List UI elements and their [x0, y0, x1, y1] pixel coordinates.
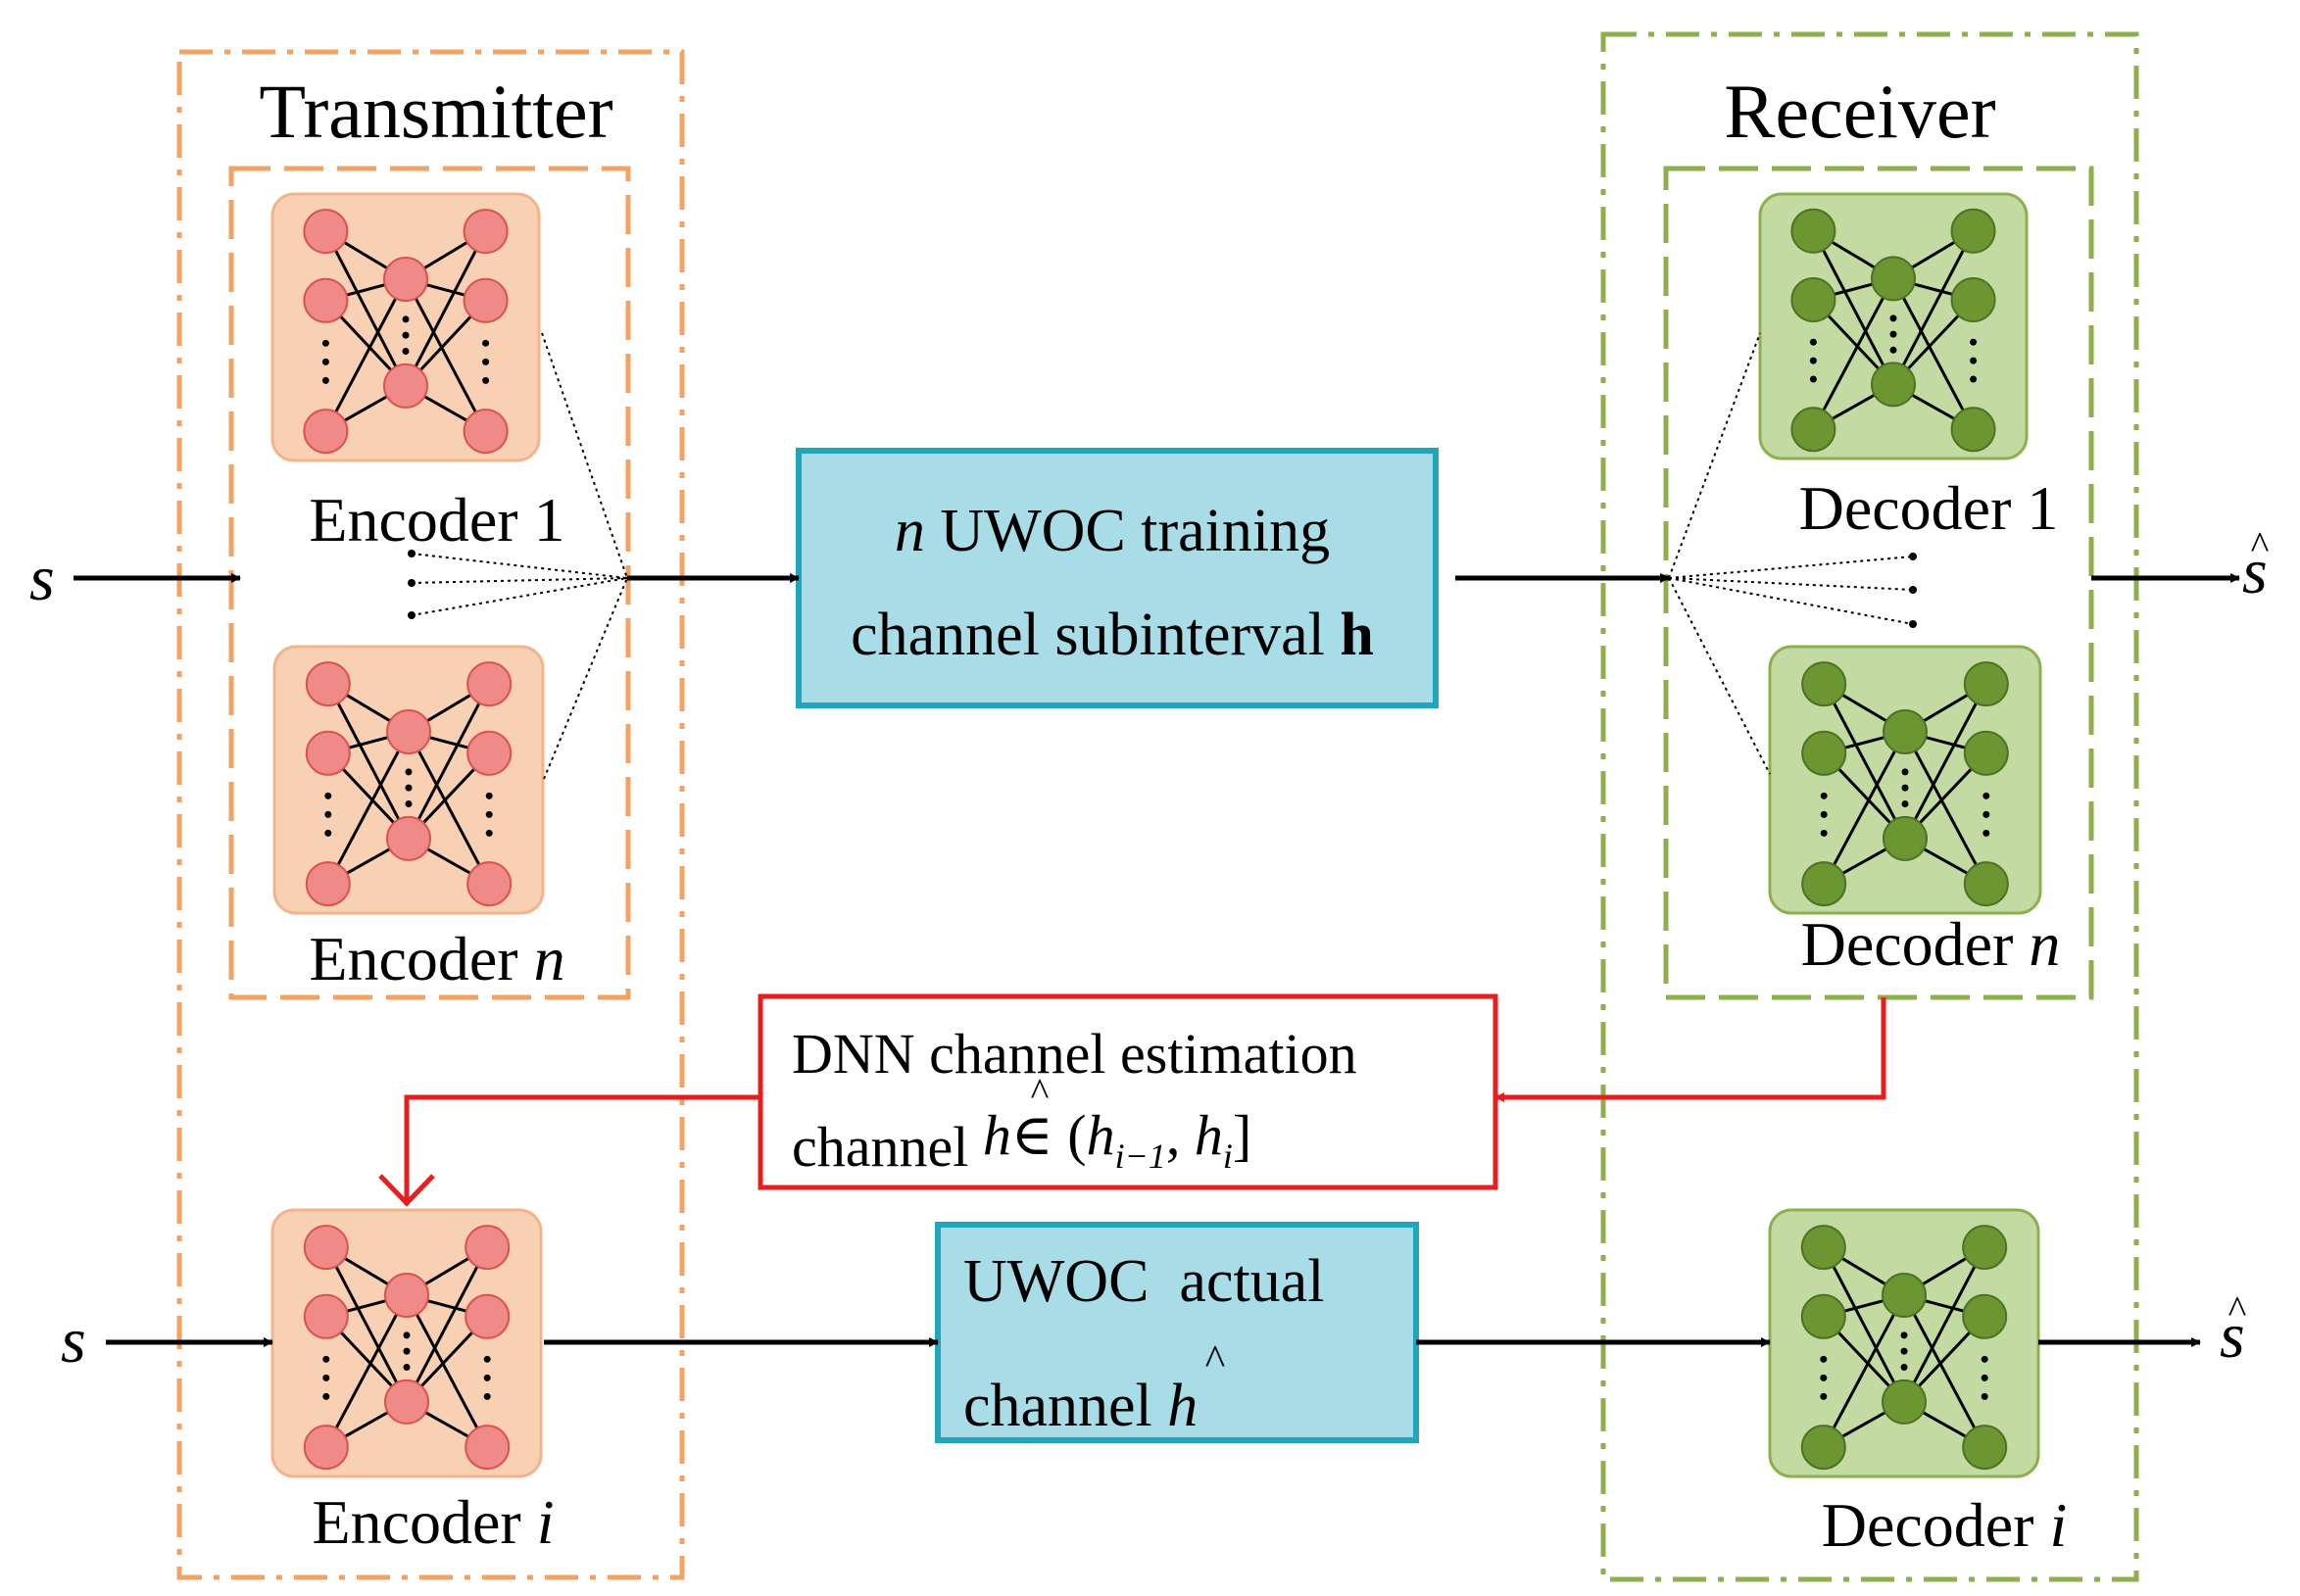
estimation-close: ]	[1233, 1103, 1251, 1167]
transmitter-title: Transmitter	[259, 69, 612, 154]
encoder-i-label-var: i	[537, 1487, 555, 1557]
encoder-i-label-text: Encoder	[313, 1487, 537, 1557]
encoder-i-network	[270, 1208, 543, 1478]
fanin-endpoints	[408, 550, 416, 619]
estimation-line2: channel h∈ (hi−1, hi]	[792, 1103, 1251, 1179]
encoder-n-network-nodes	[305, 661, 513, 907]
training-channel-line1: n UWOC training	[895, 498, 1330, 564]
output-s-hat-top-mark: ^	[2251, 523, 2270, 567]
estimation-sub1: i−1	[1115, 1137, 1166, 1176]
feedback-to-encoder-i	[404, 1094, 760, 1205]
encoder-i-network-nodes	[303, 1225, 511, 1471]
estimation-h1: h	[1087, 1103, 1115, 1167]
training-channel-line1-text: UWOC training	[925, 498, 1330, 564]
actual-channel-line1: UWOC actual	[963, 1248, 1324, 1315]
transmitter-frame	[176, 49, 685, 1580]
output-s-hat-bottom-mark: ^	[2228, 1287, 2247, 1331]
encoder-n-label-text: Encoder	[309, 924, 533, 993]
encoder-1-network-ellipsis	[321, 315, 490, 384]
encoder-1-network-background	[270, 192, 541, 462]
decoder-n-label-var: n	[2029, 909, 2060, 979]
encoder-n-network	[272, 645, 545, 915]
actual-channel-hat-mark: ^	[1205, 1336, 1226, 1384]
estimation-in: ∈ (	[1011, 1103, 1087, 1167]
decoder-i-network-nodes	[1800, 1225, 2008, 1471]
estimation-sub2: i	[1223, 1137, 1233, 1176]
estimation-hat-mark: ^	[1031, 1070, 1050, 1114]
feedback-arrowhead-open	[378, 1174, 435, 1207]
output-s-hat-top: s	[2242, 536, 2268, 607]
estimation-comma: ,	[1166, 1103, 1195, 1167]
estimation-box	[758, 993, 1498, 1190]
decoder-i-label: Decoder i	[1822, 1490, 2068, 1560]
estimation-h-hat: h	[983, 1103, 1011, 1167]
estimation-line2-text: channel	[792, 1115, 983, 1179]
feedback-to-estimation	[1494, 997, 1886, 1102]
decoder-i-network-ellipsis	[1820, 1331, 1988, 1400]
encoder-n-label-var: n	[534, 924, 565, 993]
actual-channel-line2-text: channel	[963, 1373, 1167, 1439]
fanin-dotted-lines	[411, 332, 628, 780]
decoder-n-network-ellipsis	[1820, 768, 1990, 837]
decoder-n-network-nodes	[1801, 661, 2009, 907]
encoder-i-label: Encoder i	[313, 1487, 555, 1557]
actual-channel-box	[935, 1222, 1419, 1443]
encoder-1-network	[270, 192, 541, 462]
decoder-1-network-background	[1758, 192, 2029, 460]
encoder-n-network-background	[272, 645, 545, 915]
training-channel-box	[796, 448, 1439, 708]
decoder-n-network	[1768, 645, 2042, 915]
encoder-1-label: Encoder 1	[309, 485, 564, 555]
receiver-inner-frame	[1663, 166, 2094, 1000]
actual-channel-line2: channel h	[963, 1373, 1198, 1439]
encoder-n-label: Encoder n	[309, 924, 564, 993]
decoder-1-network-ellipsis	[1809, 314, 1978, 383]
decoder-i-network	[1768, 1208, 2040, 1478]
encoder-n-network-ellipsis	[324, 768, 493, 837]
decoder-i-label-text: Decoder	[1822, 1490, 2050, 1560]
input-s-bottom: s	[61, 1305, 86, 1377]
encoder-1-network-nodes	[303, 209, 509, 455]
training-channel-line2: channel subinterval h	[851, 602, 1374, 668]
transmitter-inner-frame	[228, 166, 631, 1000]
decoder-i-label-var: i	[2049, 1490, 2067, 1560]
estimation-line1: DNN channel estimation	[792, 1022, 1357, 1086]
training-channel-h: h	[1340, 602, 1373, 668]
fanout-dotted-lines	[1668, 332, 1914, 775]
input-s-top: s	[29, 543, 55, 614]
receiver-frame	[1600, 31, 2139, 1582]
decoder-1-network-nodes	[1790, 208, 1996, 453]
fanout-endpoints	[1909, 553, 1917, 628]
encoder-i-network-ellipsis	[322, 1331, 491, 1400]
estimation-h2: h	[1195, 1103, 1223, 1167]
decoder-1-network	[1758, 192, 2029, 460]
training-channel-line2-text: channel subinterval	[851, 602, 1340, 668]
output-s-hat-bottom: s	[2220, 1300, 2245, 1372]
decoder-n-network-background	[1768, 645, 2042, 915]
decoder-n-label: Decoder n	[1801, 909, 2061, 979]
actual-channel-h-hat: h	[1167, 1373, 1198, 1439]
decoder-1-label: Decoder 1	[1799, 473, 2059, 543]
decoder-n-label-text: Decoder	[1801, 909, 2030, 979]
receiver-title: Receiver	[1724, 69, 1995, 154]
training-channel-var: n	[895, 498, 925, 564]
